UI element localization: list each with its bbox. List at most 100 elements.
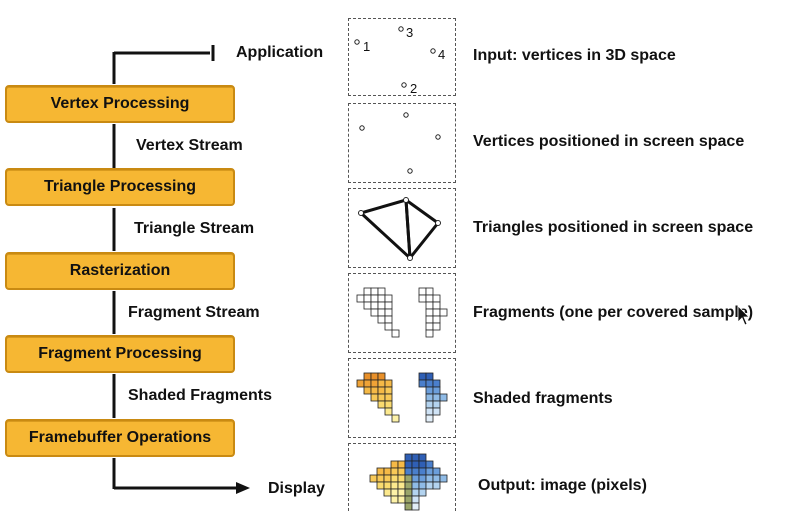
- output-pixel: [376, 467, 385, 476]
- output-pixel: [383, 467, 392, 476]
- desc-screen-vertices: Vertices positioned in screen space: [473, 133, 745, 150]
- fragment-cell: [363, 301, 372, 310]
- shaded-fragment-cell: [432, 379, 441, 388]
- panel-shaded-fragments: [348, 358, 456, 438]
- fragment-cell: [384, 294, 393, 303]
- fragment-cell: [391, 329, 400, 338]
- vertex-label-2: 2: [410, 81, 418, 96]
- output-pixel: [432, 481, 441, 490]
- fragment-cell: [425, 301, 434, 310]
- output-pixel: [383, 488, 392, 497]
- vertex-point: [403, 112, 409, 118]
- fragment-cell: [363, 287, 372, 296]
- vertex-label-1: 1: [363, 39, 371, 54]
- output-pixel: [397, 467, 406, 476]
- output-pixel: [376, 481, 385, 490]
- fragment-cell: [363, 294, 372, 303]
- shaded-fragment-cell: [391, 414, 400, 423]
- output-pixel: [404, 495, 413, 504]
- fragment-cell: [370, 308, 379, 317]
- output-pixel: [397, 495, 406, 504]
- output-pixel: [390, 481, 399, 490]
- shaded-fragment-cell: [363, 386, 372, 395]
- output-pixel: [390, 495, 399, 504]
- shaded-fragment-cell: [425, 393, 434, 402]
- application-label: Application: [236, 44, 324, 61]
- output-pixel: [397, 481, 406, 490]
- fragment-cell: [432, 294, 441, 303]
- shaded-fragment-cell: [363, 372, 372, 381]
- shaded-fragment-cell: [363, 379, 372, 388]
- shaded-fragment-cell: [370, 379, 379, 388]
- output-pixel: [404, 502, 413, 511]
- output-pixel: [404, 488, 413, 497]
- desc-triangles: Triangles positioned in screen space: [473, 219, 754, 236]
- panel-triangles: [348, 188, 456, 268]
- shaded-fragment-cell: [377, 372, 386, 381]
- output-pixel: [397, 460, 406, 469]
- fragment-cell: [384, 315, 393, 324]
- output-pixel: [418, 481, 427, 490]
- fragment-cell: [418, 287, 427, 296]
- vertex-point: [398, 26, 404, 32]
- output-pixel: [411, 488, 420, 497]
- fragment-cell: [425, 308, 434, 317]
- output-pixel: [383, 481, 392, 490]
- fragment-cell: [432, 322, 441, 331]
- output-pixel: [404, 467, 413, 476]
- vertex-point: [430, 48, 436, 54]
- shaded-fragment-cell: [432, 393, 441, 402]
- output-pixel: [418, 474, 427, 483]
- shaded-fragment-cell: [377, 386, 386, 395]
- shaded-fragment-cell: [425, 414, 434, 423]
- vertex-point: [407, 168, 413, 174]
- fragment-grid: [356, 287, 448, 338]
- output-pixel: [404, 474, 413, 483]
- vertex-point: [354, 39, 360, 45]
- shaded-fragment-cell: [425, 407, 434, 416]
- output-pixel-grid: [369, 453, 448, 511]
- output-pixel: [411, 453, 420, 462]
- output-pixel: [425, 481, 434, 490]
- fragment-cell: [377, 294, 386, 303]
- stage-rasterization: Rasterization: [5, 252, 235, 290]
- output-pixel: [404, 481, 413, 490]
- output-pixel: [411, 460, 420, 469]
- shaded-fragment-cell: [370, 393, 379, 402]
- panel-screen-vertices: [348, 103, 456, 183]
- output-pixel: [397, 474, 406, 483]
- panel-output-image: [348, 443, 456, 511]
- stage-fragment-processing: Fragment Processing: [5, 335, 235, 373]
- output-pixel: [411, 467, 420, 476]
- stream-shaded-fragments: Shaded Fragments: [128, 387, 273, 404]
- output-pixel: [376, 474, 385, 483]
- fragment-cell: [384, 301, 393, 310]
- desc-fragments: Fragments (one per covered sample): [473, 304, 754, 321]
- shaded-fragment-cell: [439, 393, 448, 402]
- fragment-cell: [418, 294, 427, 303]
- display-label: Display: [268, 480, 325, 497]
- fragment-cell: [384, 308, 393, 317]
- output-pixel: [418, 488, 427, 497]
- fragment-cell: [377, 315, 386, 324]
- shaded-fragment-cell: [370, 386, 379, 395]
- shaded-fragment-cell: [384, 379, 393, 388]
- desc-output-image: Output: image (pixels): [478, 477, 647, 494]
- stream-triangle: Triangle Stream: [134, 220, 255, 237]
- shaded-fragment-cell: [425, 400, 434, 409]
- output-pixel: [390, 467, 399, 476]
- shaded-fragment-cell: [418, 379, 427, 388]
- vertex-label-4: 4: [438, 47, 446, 62]
- output-pixel: [411, 495, 420, 504]
- shaded-fragment-cell: [432, 400, 441, 409]
- stage-framebuffer-operations: Framebuffer Operations: [5, 419, 235, 457]
- fragment-cell: [425, 329, 434, 338]
- fragment-cell: [384, 322, 393, 331]
- shaded-fragment-cell: [432, 386, 441, 395]
- shaded-fragment-cell: [377, 379, 386, 388]
- desc-input-vertices: Input: vertices in 3D space: [473, 47, 676, 64]
- shaded-fragment-cell: [356, 379, 365, 388]
- fragment-cell: [425, 315, 434, 324]
- fragment-cell: [370, 287, 379, 296]
- shaded-fragment-cell: [425, 372, 434, 381]
